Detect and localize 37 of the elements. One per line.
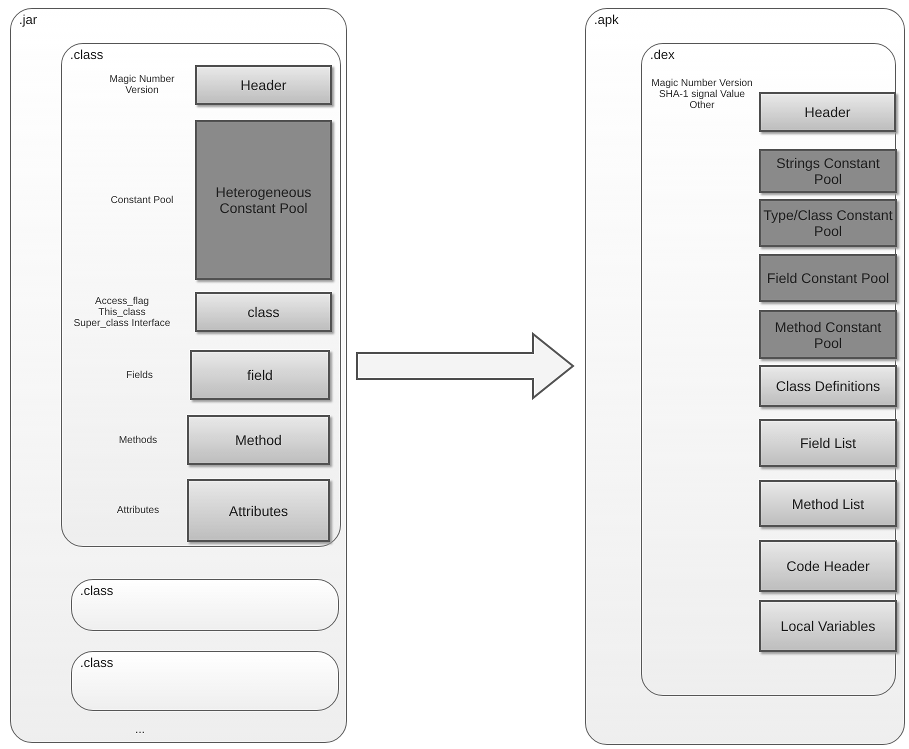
section-box: Header — [195, 65, 332, 105]
section-box: Header — [759, 92, 896, 132]
section-box: Code Header — [759, 540, 897, 592]
field-caption: Fields — [126, 370, 153, 380]
constant-pool-box: Method Constant Pool — [759, 310, 897, 359]
section-box: Method List — [759, 480, 897, 527]
section-box: Local Variables — [759, 600, 897, 652]
block-arrow — [356, 332, 575, 400]
container-box — [61, 43, 341, 547]
section-box: field — [190, 350, 330, 400]
constant-pool-box: Heterogeneous Constant Pool — [195, 120, 332, 280]
field-caption: Magic Number Version SHA-1 signal Value Other — [650, 78, 754, 110]
section-box: class — [195, 292, 332, 332]
field-caption: Constant Pool — [110, 194, 174, 206]
field-caption: Access_flag This_class Super_class Interface — [72, 296, 172, 328]
container-title: .class — [70, 47, 104, 62]
section-box: Class Definitions — [759, 365, 897, 407]
ellipsis-label: ... — [135, 722, 146, 736]
container-title: .class — [80, 655, 114, 670]
section-box: Field List — [759, 419, 897, 467]
container-title: .apk — [594, 12, 619, 27]
container-title: .jar — [19, 12, 38, 27]
constant-pool-box: Field Constant Pool — [759, 254, 897, 302]
container-box — [641, 43, 896, 696]
field-caption: Methods — [118, 434, 158, 446]
constant-pool-box: Type/Class Constant Pool — [759, 199, 897, 247]
section-box: Method — [187, 415, 330, 465]
container-title: .dex — [650, 47, 675, 62]
container-title: .class — [80, 583, 114, 598]
container-box — [71, 579, 339, 631]
container-box — [585, 8, 905, 745]
constant-pool-box: Strings Constant Pool — [759, 149, 897, 193]
field-caption: Attributes — [116, 505, 160, 516]
container-box — [71, 651, 339, 711]
field-caption: Magic Number Version — [108, 74, 176, 96]
section-box: Attributes — [187, 479, 330, 542]
container-box — [10, 8, 347, 743]
